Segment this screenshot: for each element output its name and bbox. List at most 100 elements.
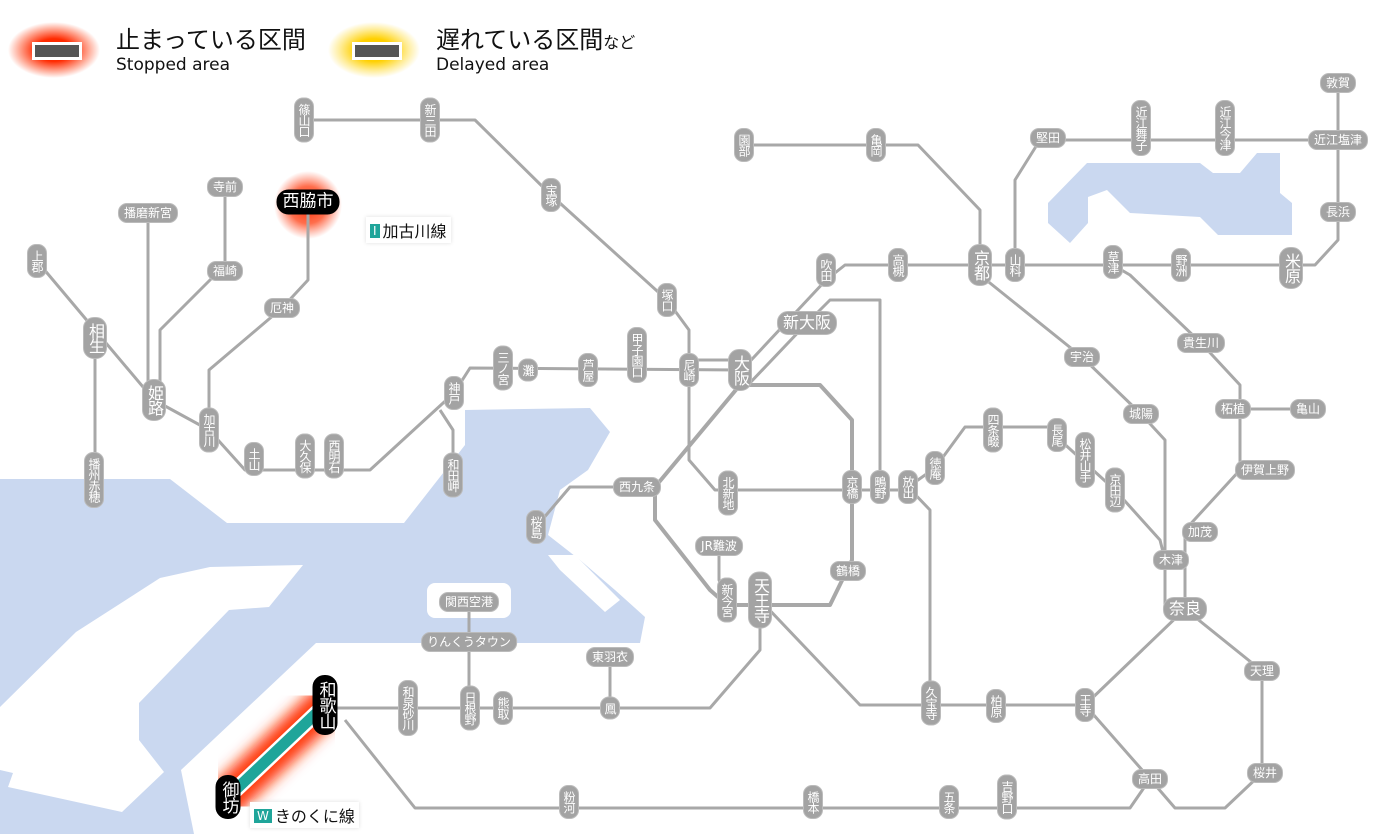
station[interactable]: 相生 xyxy=(83,317,107,359)
station[interactable]: 宇治 xyxy=(1063,347,1101,367)
station[interactable]: 鴫野 xyxy=(870,470,890,504)
station[interactable]: 園部 xyxy=(734,128,754,162)
station[interactable]: 近江塩津 xyxy=(1307,130,1369,150)
station-stopped[interactable]: 和歌山 xyxy=(312,675,338,735)
station[interactable]: 厄神 xyxy=(263,298,301,318)
station[interactable]: 四条畷 xyxy=(983,407,1003,453)
station[interactable]: 天理 xyxy=(1243,661,1281,681)
station[interactable]: 新大阪 xyxy=(776,311,838,335)
station[interactable]: 長浜 xyxy=(1319,202,1357,222)
station[interactable]: 粉河 xyxy=(559,785,579,819)
station[interactable]: 京都 xyxy=(968,244,992,286)
station[interactable]: 上郡 xyxy=(27,244,47,278)
station[interactable]: 和泉砂川 xyxy=(398,680,418,736)
station[interactable]: 亀山 xyxy=(1289,399,1327,419)
station[interactable]: 奈良 xyxy=(1162,597,1208,621)
station[interactable]: 柏原 xyxy=(986,689,1006,723)
station[interactable]: 王寺 xyxy=(1075,688,1095,722)
station[interactable]: 天王寺 xyxy=(748,571,772,629)
line-wakayama xyxy=(343,719,1152,810)
station[interactable]: 福崎 xyxy=(206,261,244,281)
station[interactable]: 放出 xyxy=(898,470,918,504)
station[interactable]: 新今宮 xyxy=(717,577,737,623)
station[interactable]: 松井山手 xyxy=(1075,432,1095,488)
station[interactable]: 高田 xyxy=(1131,769,1169,789)
station-stopped[interactable]: 御坊 xyxy=(215,775,241,819)
station[interactable]: 熊取 xyxy=(493,691,513,725)
station[interactable]: 吉野口 xyxy=(997,774,1017,820)
station[interactable]: 大久保 xyxy=(295,433,315,479)
line-osaka-loop xyxy=(653,383,854,607)
legend-delayed-ja-text: 遅れている区間 xyxy=(436,26,604,54)
station[interactable]: 貴生川 xyxy=(1176,333,1226,353)
station[interactable]: 柘植 xyxy=(1214,399,1252,419)
station[interactable]: 寺前 xyxy=(206,177,244,197)
line-katamachi xyxy=(907,425,1167,561)
station[interactable]: 和田岬 xyxy=(443,452,463,498)
station[interactable]: 土山 xyxy=(244,442,264,476)
station[interactable]: 近江舞子 xyxy=(1131,100,1151,156)
station[interactable]: 敦賀 xyxy=(1319,73,1357,93)
station[interactable]: 高槻 xyxy=(888,248,908,282)
station[interactable]: 新三田 xyxy=(420,97,440,143)
station[interactable]: 加茂 xyxy=(1181,522,1219,542)
station[interactable]: 灘 xyxy=(518,358,538,382)
delayed-line-swatch xyxy=(352,42,402,60)
station[interactable]: 京橋 xyxy=(842,470,862,504)
station[interactable]: 亀岡 xyxy=(866,128,886,162)
station[interactable]: 吹田 xyxy=(816,253,836,287)
station[interactable]: 橋本 xyxy=(803,785,823,819)
station[interactable]: 甲子園口 xyxy=(627,327,647,383)
station[interactable]: 加古川 xyxy=(199,407,219,453)
line-sagano xyxy=(744,143,982,265)
station[interactable]: 東羽衣 xyxy=(585,647,635,667)
station[interactable]: 近江今津 xyxy=(1215,100,1235,156)
station[interactable]: 徳庵 xyxy=(925,451,945,485)
kinokuni-line-segment-fill xyxy=(224,701,329,801)
stopped-line-swatch xyxy=(32,42,82,60)
station[interactable]: 京田辺 xyxy=(1105,467,1125,513)
station[interactable]: 北新地 xyxy=(718,470,738,516)
station[interactable]: 日根野 xyxy=(460,685,480,731)
station[interactable]: 五条 xyxy=(939,785,959,819)
kinokuni-line-name: きのくに線 xyxy=(274,807,355,826)
station[interactable]: 姫路 xyxy=(142,379,166,421)
station[interactable]: 堅田 xyxy=(1029,128,1067,148)
station[interactable]: 鶴橋 xyxy=(829,561,867,581)
station[interactable]: 芦屋 xyxy=(578,353,598,387)
station[interactable]: 三ノ宮 xyxy=(493,345,513,391)
station[interactable]: りんくうタウン xyxy=(421,632,517,652)
station[interactable]: 山科 xyxy=(1005,248,1025,282)
station[interactable]: 大阪 xyxy=(728,349,752,391)
station[interactable]: 西明石 xyxy=(324,433,344,479)
station[interactable]: 播磨新宮 xyxy=(117,203,179,223)
station[interactable]: 播州赤穂 xyxy=(84,452,104,508)
station[interactable]: 久宝寺 xyxy=(921,680,941,726)
legend-delayed-ja: 遅れている区間など xyxy=(436,26,635,57)
line-osaka-higashi-south xyxy=(906,485,932,703)
station[interactable]: 城陽 xyxy=(1122,404,1160,424)
station[interactable]: 桜井 xyxy=(1246,763,1284,783)
station[interactable]: 桜島 xyxy=(526,510,546,544)
station[interactable]: 宝塚 xyxy=(541,178,561,212)
station-stopped[interactable]: 西脇市 xyxy=(276,189,340,215)
station[interactable]: 神戸 xyxy=(444,376,464,410)
legend-stopped-ja: 止まっている区間 xyxy=(116,26,306,54)
station[interactable]: 草津 xyxy=(1103,245,1123,279)
station[interactable]: 尼崎 xyxy=(679,353,699,387)
kakogawa-line-badge: I xyxy=(370,224,380,238)
station[interactable]: 長尾 xyxy=(1047,418,1067,452)
station[interactable]: JR難波 xyxy=(695,536,743,556)
station[interactable]: 米原 xyxy=(1279,247,1303,289)
station[interactable]: 篠山口 xyxy=(294,97,314,143)
station[interactable]: 塚口 xyxy=(657,283,677,317)
station[interactable]: 関西空港 xyxy=(438,592,500,612)
station[interactable]: 鳳 xyxy=(600,696,620,720)
station[interactable]: 伊賀上野 xyxy=(1234,460,1296,480)
station[interactable]: 木津 xyxy=(1152,550,1190,570)
station[interactable]: 野洲 xyxy=(1171,248,1191,282)
station[interactable]: 西九条 xyxy=(612,477,662,497)
kakogawa-line-name: 加古川線 xyxy=(382,222,447,241)
